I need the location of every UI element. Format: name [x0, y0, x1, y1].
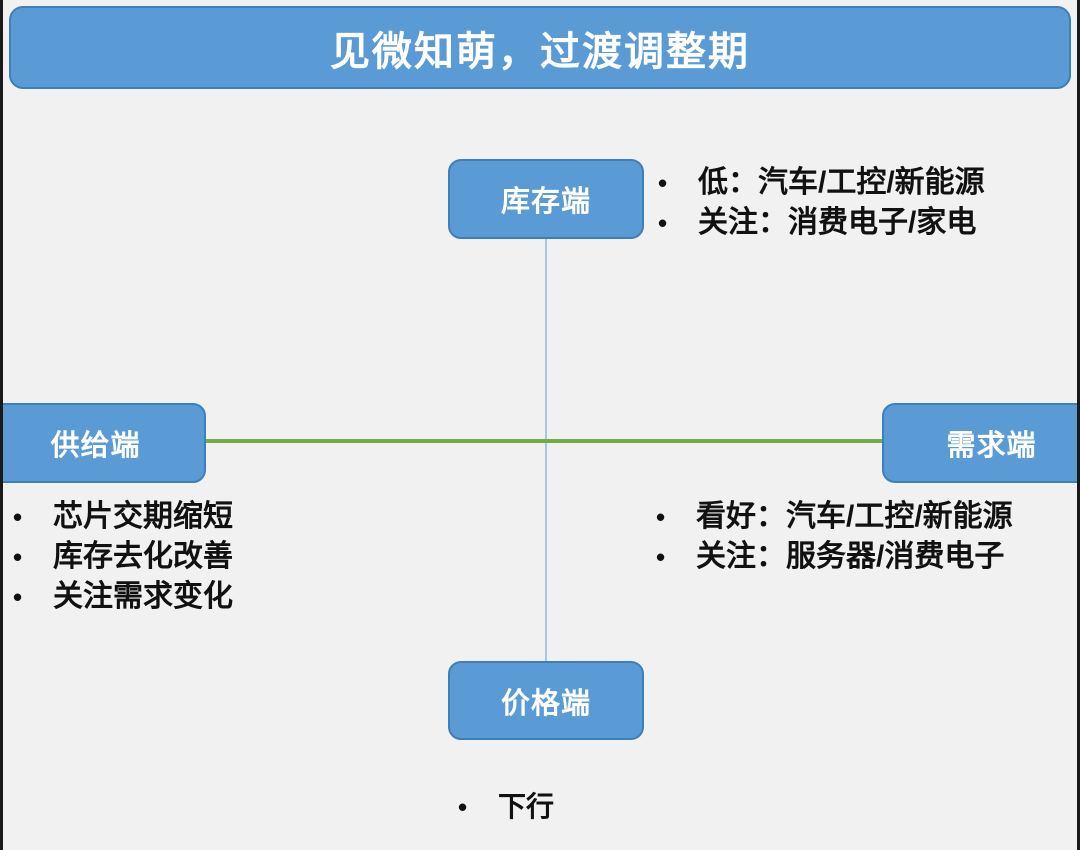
node-price[interactable]: 价格端: [448, 661, 644, 740]
bullet-list-price: • 下行: [458, 788, 554, 825]
list-item: • 关注需求变化: [13, 577, 233, 617]
list-item-text: 看好：汽车/工控/新能源: [696, 500, 1013, 533]
list-item: • 关注：消费电子/家电: [658, 203, 985, 243]
node-demand-label: 需求端: [946, 430, 1037, 462]
list-item: • 看好：汽车/工控/新能源: [656, 497, 1013, 537]
node-supply-label: 供给端: [50, 430, 141, 462]
list-item-text: 关注：消费电子/家电: [698, 205, 977, 239]
list-item-text: 库存去化改善: [53, 539, 233, 573]
bullet-dot-icon: •: [13, 502, 23, 532]
bullet-dot-icon: •: [656, 502, 666, 532]
bullet-dot-icon: •: [658, 168, 668, 198]
list-item-text: 芯片交期缩短: [53, 500, 233, 533]
bullet-dot-icon: •: [658, 207, 668, 238]
page-title: 见微知萌，过渡调整期: [330, 29, 750, 74]
list-item: • 低：汽车/工控/新能源: [658, 163, 985, 203]
list-item: • 关注：服务器/消费电子: [656, 537, 1013, 577]
node-inventory-label: 库存端: [500, 186, 591, 218]
list-item-text: 关注需求变化: [53, 579, 233, 613]
bullet-dot-icon: •: [656, 541, 666, 572]
node-price-label: 价格端: [500, 687, 591, 720]
bullet-dot-icon: •: [13, 581, 23, 612]
list-item-text: 下行: [498, 791, 555, 822]
list-item: • 芯片交期缩短: [13, 497, 233, 537]
list-item: • 库存去化改善: [13, 537, 233, 577]
bullet-list-supply: • 芯片交期缩短 • 库存去化改善 • 关注需求变化: [13, 497, 233, 617]
list-item-text: 关注：服务器/消费电子: [696, 539, 1005, 573]
node-demand[interactable]: 需求端: [882, 403, 1077, 483]
slide-title-bar: 见微知萌，过渡调整期: [9, 6, 1071, 89]
bullet-dot-icon: •: [458, 792, 468, 822]
bullet-list-inventory: • 低：汽车/工控/新能源 • 关注：消费电子/家电: [658, 163, 985, 243]
list-item-text: 低：汽车/工控/新能源: [698, 166, 985, 199]
node-supply[interactable]: 供给端: [3, 403, 206, 483]
list-item: • 下行: [458, 788, 554, 825]
node-inventory[interactable]: 库存端: [448, 159, 644, 239]
connector-inventory-to-price: [545, 239, 547, 661]
bullet-dot-icon: •: [13, 541, 23, 572]
bullet-list-demand: • 看好：汽车/工控/新能源 • 关注：服务器/消费电子: [656, 497, 1013, 577]
connector-supply-to-demand: [206, 439, 882, 443]
